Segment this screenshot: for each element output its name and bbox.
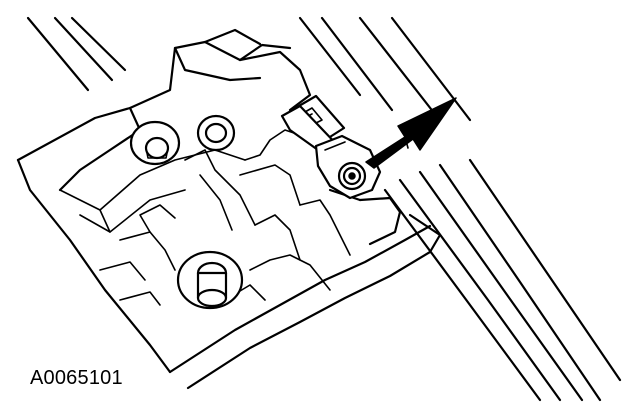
valve-body-plate <box>16 28 442 390</box>
upper-center-boss <box>196 114 236 152</box>
lower-boss-pin <box>176 250 244 310</box>
fluid-channels <box>59 129 361 306</box>
speed-sensor <box>280 94 382 200</box>
figure-reference-code: A0065101 <box>30 367 123 389</box>
retaining-bolt <box>337 161 367 191</box>
pointer-arrow <box>365 97 457 169</box>
housing-outline <box>26 16 622 402</box>
upper-left-boss <box>129 120 181 166</box>
